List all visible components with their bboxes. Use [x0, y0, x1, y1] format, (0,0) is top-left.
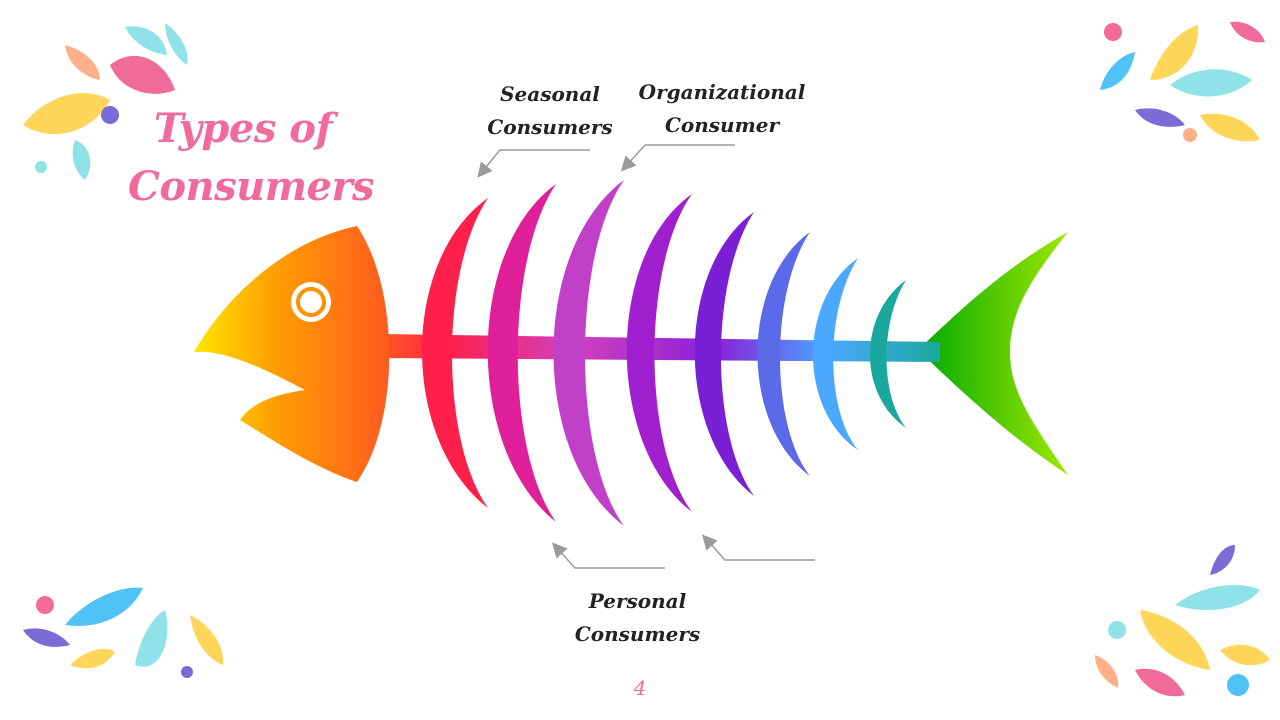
- fish-bone-3: [553, 180, 624, 526]
- fish-spine: [380, 334, 940, 362]
- arrow-fourth: [701, 534, 815, 561]
- label-organizational-line2: Consumer: [664, 113, 780, 137]
- slide-title-line2: Consumers: [128, 163, 375, 210]
- arrow-personal: [551, 542, 665, 569]
- fish-bone-5: [694, 212, 754, 496]
- fish-tail: [918, 232, 1068, 475]
- fish-head: [194, 226, 390, 482]
- label-organizational-consumer: Organizational Consumer: [630, 76, 814, 142]
- page-number: 4: [633, 676, 647, 700]
- fish-bone-2: [487, 184, 556, 522]
- fish-bone-4: [626, 194, 692, 512]
- fish-bone-6: [757, 232, 810, 476]
- fish-bone-1: [422, 198, 488, 508]
- fish-bone-7: [813, 258, 858, 450]
- label-personal-consumers: Personal Consumers: [565, 585, 710, 651]
- label-seasonal-line1: Seasonal: [500, 82, 600, 106]
- arrow-seasonal: [477, 149, 590, 178]
- slide-title: Types of Consumers: [128, 100, 375, 216]
- splash-decoration-top-left: [23, 23, 188, 180]
- arrow-organizational: [620, 144, 735, 172]
- splash-decoration-bottom-left: [23, 587, 224, 678]
- fish-bone-8: [870, 280, 906, 428]
- label-seasonal-consumers: Seasonal Consumers: [480, 78, 620, 144]
- label-personal-line1: Personal: [588, 589, 687, 613]
- slide-title-line1: Types of: [153, 105, 333, 152]
- label-organizational-line1: Organizational: [638, 80, 806, 104]
- splash-decoration-top-right: [1100, 21, 1265, 142]
- label-seasonal-line2: Consumers: [487, 115, 613, 139]
- label-personal-line2: Consumers: [574, 622, 701, 646]
- fish-eye-ring: [296, 287, 326, 317]
- splash-decoration-bottom-right: [1095, 545, 1270, 697]
